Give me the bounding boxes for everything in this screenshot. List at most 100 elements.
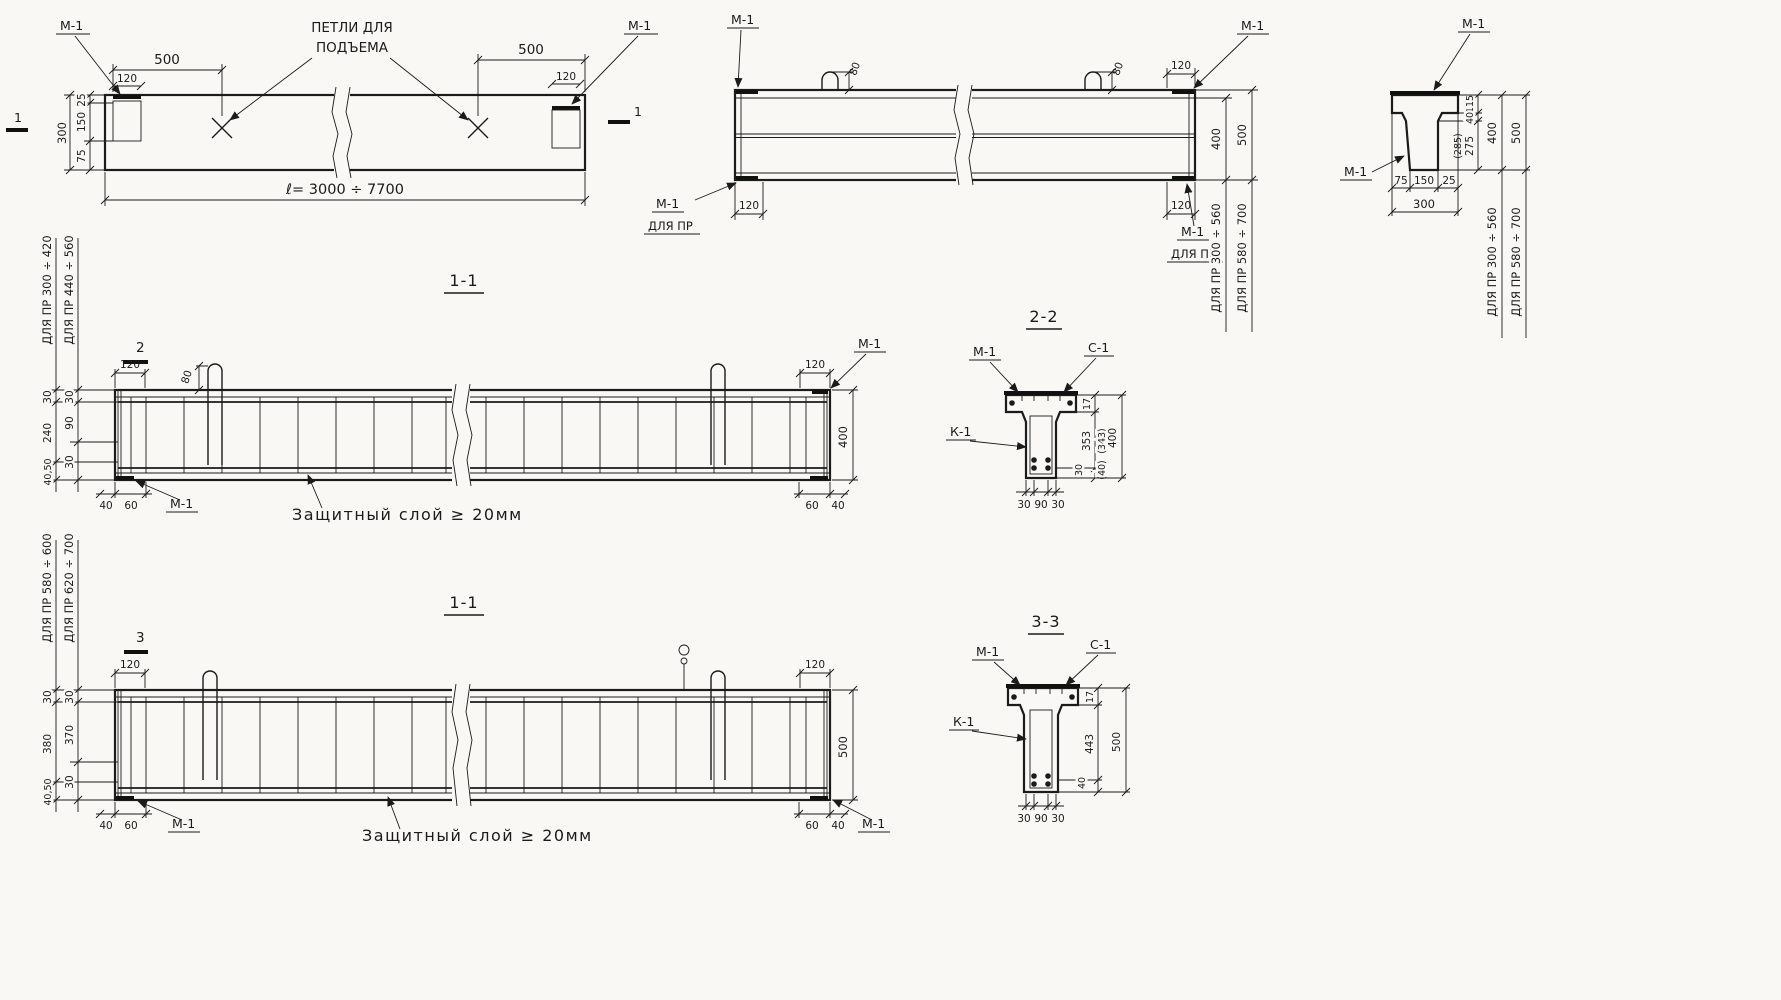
dim-lines-400 [832,385,858,485]
embed-plates [736,90,1194,180]
cover-note: Защитный слой ≥ 20мм [362,826,593,845]
lifting-loops-leader-left [229,57,313,121]
section-title-2-2: 2-2 [1029,307,1058,326]
dim-500-right: 500 [518,42,544,58]
end-recess-left [112,100,142,142]
k1-leader [971,730,1027,742]
dim-120-left: 120 [117,73,137,85]
dim-30: 30 [1074,464,1085,476]
m1-leader [135,480,181,501]
dim-lines-500 [1058,683,1131,797]
m1-label: М-1 [973,344,996,359]
dim-lines-120-bottom-right [1162,182,1200,220]
dim-240: 240 [42,423,54,443]
dim-120: 120 [805,359,825,371]
m1-leader [571,35,639,105]
dim-275: 275 [1464,136,1476,156]
range-label-300-560: ДЛЯ ПР 300 ÷ 560 [1485,207,1499,316]
m1-label: М-1 [858,336,881,351]
dim-40: 40 [1077,777,1088,789]
range-label-440-560: ДЛЯ ПР 440 ÷ 560 [62,235,76,344]
dim-lines-80-left [830,67,854,95]
dim-lines-120-top-left [110,368,150,388]
k1-label: К-1 [950,424,971,439]
dim-115: 115 [1465,95,1476,113]
c1-leader [1065,654,1099,686]
m1-leader [832,799,873,821]
range-label-300-420: ДЛЯ ПР 300 ÷ 420 [40,235,54,344]
view-section-1-1-top: 1-1 2 120 80 120 М-1 400 40 60 М-1 60 40… [38,233,886,524]
c1-label: С-1 [1088,340,1109,355]
lifting-loops [207,363,726,465]
rebar-dot [1067,400,1073,406]
dim-lines-heights [1438,90,1531,338]
m1-leader [993,661,1021,686]
m1-leader [74,35,121,95]
dim-lines-400 [1056,390,1127,483]
k1-leader [969,440,1027,451]
dim-lines-120-top-right [795,368,835,388]
dim-lines-left-chains [48,540,118,812]
beam-lines [115,690,830,800]
dim-500: 500 [1509,122,1523,144]
cut-label-3: 3 [136,630,145,646]
dim-120-bottom-right: 120 [1171,200,1191,212]
dim-lines-80-right [1093,67,1117,95]
c1-label: С-1 [1090,637,1111,652]
rebar-dot [1045,773,1051,779]
m1-leader [1193,35,1249,89]
cover-note-leader [307,474,323,509]
dim-17: 17 [1085,691,1096,703]
cover-note-leader [387,796,401,830]
view-section-3-3: 3-3 М-1 С-1 К-1 17 443 40 500 30 90 30 [949,612,1131,825]
dim-lines-120-top-right [795,668,835,688]
dim-lines-bottom-right [794,482,850,499]
dim-lines-120-right [547,79,585,89]
section-outline [1004,393,1078,480]
m1-label: М-1 [628,18,651,33]
dim-lines-bottom [1018,794,1064,811]
longitudinal-bars [118,701,827,789]
m1-leader [989,361,1019,393]
dim-30: 30 [1051,499,1064,511]
range-label-580-600: ДЛЯ ПР 580 ÷ 600 [40,533,54,642]
dim-285-alt: (285) [1453,133,1464,159]
c1-leader [1063,357,1097,393]
rebar-dot [1031,457,1037,463]
break-lines [331,86,353,179]
dim-lines-bottom-right [794,802,850,819]
rebar-dot [1045,781,1051,787]
dim-40: 40 [99,500,112,512]
range-label-580-700: ДЛЯ ПР 580 ÷ 700 [1509,207,1523,316]
dim-500-left: 500 [154,52,180,68]
dim-lines-120-top-left [110,668,150,688]
dim-500: 500 [1235,124,1249,146]
break-lines [451,683,473,807]
m1-label: М-1 [172,816,195,831]
m1-leader [137,800,183,821]
cover-note: Защитный слой ≥ 20мм [292,505,523,524]
dim-443: 443 [1084,734,1096,754]
dim-30: 30 [64,775,76,788]
lifting-loops [202,670,726,780]
dim-lines-500-right [473,54,590,116]
view-section-1-1-bottom: 1-1 3 120 120 500 40 60 М-1 60 40 М-1 За… [38,531,890,845]
end-recess-right [551,109,581,149]
dim-30: 30 [42,390,54,403]
section-outline [1006,686,1080,794]
dim-120: 120 [120,659,140,671]
m1-label: М-1 [976,644,999,659]
dim-60: 60 [124,820,137,832]
range-label-580-700: ДЛЯ ПР 580 ÷ 700 [1235,203,1249,312]
loop-end-detail-small [680,657,688,665]
dim-30: 30 [1051,813,1064,825]
dim-400: 400 [1485,122,1499,144]
dim-380: 380 [42,734,54,754]
view-end-section: М-1 М-1 115 40 275 (285) 400 500 ДЛЯ ПР … [1340,16,1531,338]
dim-lines-heights [1195,85,1258,332]
range-label-620-700: ДЛЯ ПР 620 ÷ 700 [62,533,76,642]
view-section-2-2: 2-2 М-1 С-1 К-1 17 353 (343) 30 (40) 400… [946,307,1127,511]
lifting-loops-label-2: ПОДЪЕМА [316,40,389,56]
dlya-pr-label: ДЛЯ ПР [648,219,693,233]
